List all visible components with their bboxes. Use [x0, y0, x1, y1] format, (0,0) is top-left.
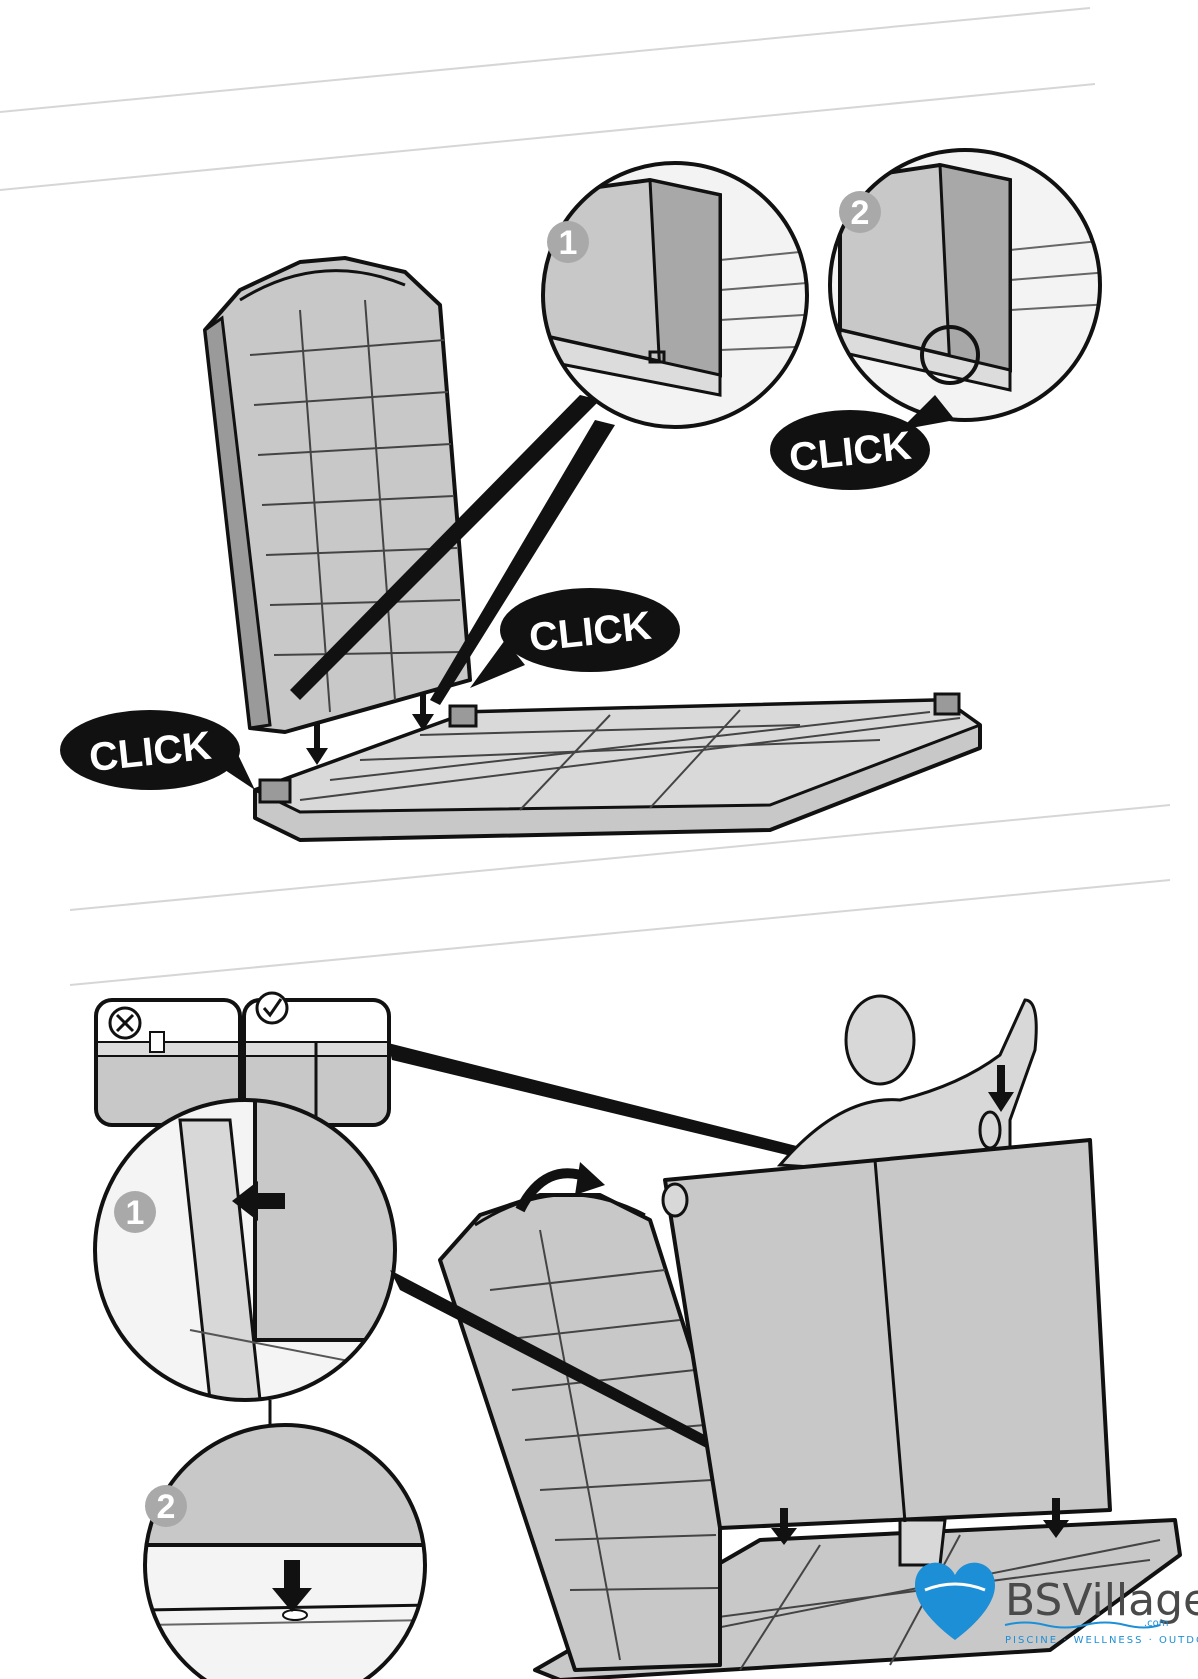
- brand-name: BSVillage: [1005, 1575, 1198, 1626]
- step1-illustration: 1 2 CLICK: [60, 150, 1110, 840]
- detail-step-number: 2: [851, 194, 870, 232]
- rotate-arrow-head: [575, 1162, 605, 1195]
- detail-step-number: 1: [559, 224, 578, 262]
- detail-step-number: 1: [126, 1194, 145, 1232]
- detail-step-number: 2: [157, 1488, 176, 1526]
- detail-circle-4: 2: [145, 1425, 435, 1679]
- click-bubble-top: CLICK: [770, 395, 955, 490]
- brand-tagline: PISCINE · WELLNESS · OUTDOOR: [1005, 1635, 1198, 1646]
- detail-circle-3: 1: [95, 1100, 405, 1400]
- back-wall-panel: [663, 1112, 1110, 1528]
- click-bubble-left: CLICK: [60, 710, 255, 790]
- detail-circle-2: 2: [825, 150, 1110, 430]
- wrong-icon: [110, 1008, 140, 1038]
- correct-icon: [257, 993, 287, 1023]
- floor-base-panel: [255, 694, 980, 840]
